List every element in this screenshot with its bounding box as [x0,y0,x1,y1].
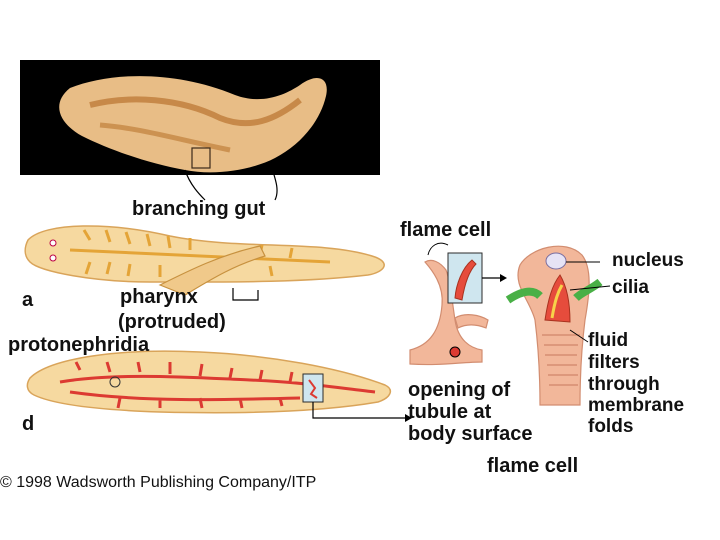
label-membrane: membrane [588,396,684,415]
label-fluid: fluid [588,331,628,350]
label-opening-of: opening of [408,380,510,400]
label-folds: folds [588,417,633,436]
label-d: d [22,414,34,434]
flatworm-photo [20,60,380,200]
label-nucleus: nucleus [612,251,684,270]
label-filters: filters [588,353,640,372]
worm-a [25,226,384,300]
label-tubule-at: tubule at [408,402,491,422]
flame-cell-location-box [303,374,323,402]
label-a: a [22,290,33,310]
tubule-diagram [410,243,507,364]
label-flame-cell-bottom: flame cell [487,456,578,476]
worm-d-body [27,351,390,413]
copyright-notice: © 1998 Wadsworth Publishing Company/ITP [0,474,316,492]
label-through: through [588,375,660,394]
nucleus-shape [546,253,566,269]
flame-cell-body [518,246,589,405]
label-body-surface: body surface [408,424,532,444]
label-branching-gut: branching gut [132,199,265,219]
label-cilia: cilia [612,278,649,297]
label-protonephridia: protonephridia [8,335,149,355]
label-protruded: (protruded) [118,312,226,332]
label-pharynx: pharynx [120,287,198,307]
worm-d [27,351,412,422]
tubule-opening [450,347,460,357]
label-flame-cell-top: flame cell [400,220,491,240]
